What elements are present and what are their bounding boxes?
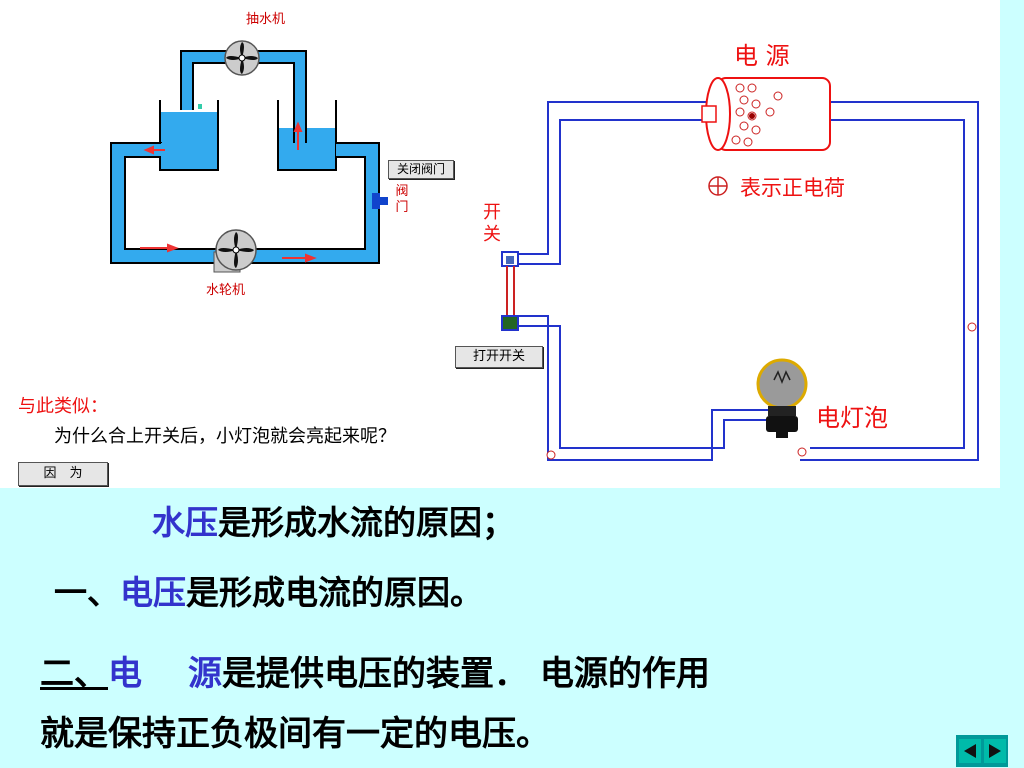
question-text: 为什么合上开关后，小灯泡就会亮起来呢？ [54, 426, 396, 447]
note-line-2-prefix: 一、 [54, 573, 120, 612]
power-source-term-a: 电 [108, 654, 142, 694]
electric-circuit [501, 77, 979, 461]
source-label: 电 源 [734, 42, 790, 70]
note-line-3-prefix: 二、 [40, 654, 108, 694]
valve-label: 阀门 [395, 184, 409, 215]
note-line-1-text: 是形成水流的原因； [218, 503, 515, 542]
charge-legend-text: 表示正电荷 [740, 176, 845, 200]
arrow-left-icon [963, 744, 976, 758]
animation-panel: 抽水机 水轮机 阀门 关闭阀门 电 源 表示正电荷 开关 电灯泡 打开开关 与此… [0, 0, 1000, 488]
next-slide-button[interactable] [983, 739, 1006, 763]
pump-label: 抽水机 [246, 12, 286, 27]
note-line-2-text: 是形成电流的原因。 [186, 573, 483, 612]
switch-icon [501, 251, 519, 331]
note-line-3-text: 是提供电压的装置． 电源的作用 [222, 654, 710, 694]
note-line-2: 一、电压是形成电流的原因。 [54, 566, 483, 614]
arrow-right-icon [988, 744, 1001, 758]
voltage-term: 电压 [120, 573, 186, 612]
pump-wheel-icon [224, 40, 260, 76]
bulb-icon [756, 358, 808, 438]
diagram-canvas [110, 40, 979, 461]
power-source-term-b: 源 [188, 654, 222, 694]
turbine-wheel-icon [213, 229, 257, 273]
close-valve-button[interactable]: 关闭阀门 [388, 160, 454, 179]
previous-slide-button[interactable] [958, 739, 981, 763]
open-switch-button[interactable]: 打开开关 [455, 346, 543, 368]
because-button[interactable]: 因 为 [18, 462, 108, 486]
turbine-label: 水轮机 [206, 283, 246, 298]
switch-label: 开关 [483, 202, 501, 245]
bulb-label: 电灯泡 [816, 404, 888, 432]
water-circuit [110, 40, 388, 273]
question-intro: 与此类似： [18, 396, 108, 417]
note-line-3: 二、电 源是提供电压的装置． 电源的作用 [40, 646, 710, 695]
water-pressure-term: 水压 [152, 503, 218, 542]
note-line-1: 水压是形成水流的原因； [152, 496, 515, 544]
note-line-4: 就是保持正负极间有一定的电压。 [40, 714, 550, 754]
valve-icon [372, 193, 388, 209]
battery-icon [701, 77, 831, 151]
positive-charge-icon [708, 176, 728, 196]
slide-navigation [956, 735, 1008, 767]
